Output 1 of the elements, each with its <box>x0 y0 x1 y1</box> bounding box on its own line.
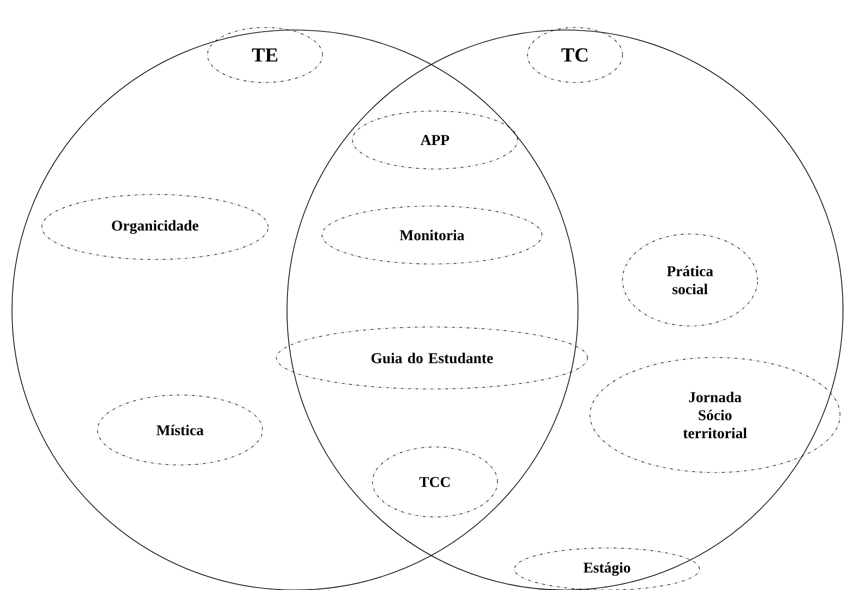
venn-circle <box>286 30 844 590</box>
